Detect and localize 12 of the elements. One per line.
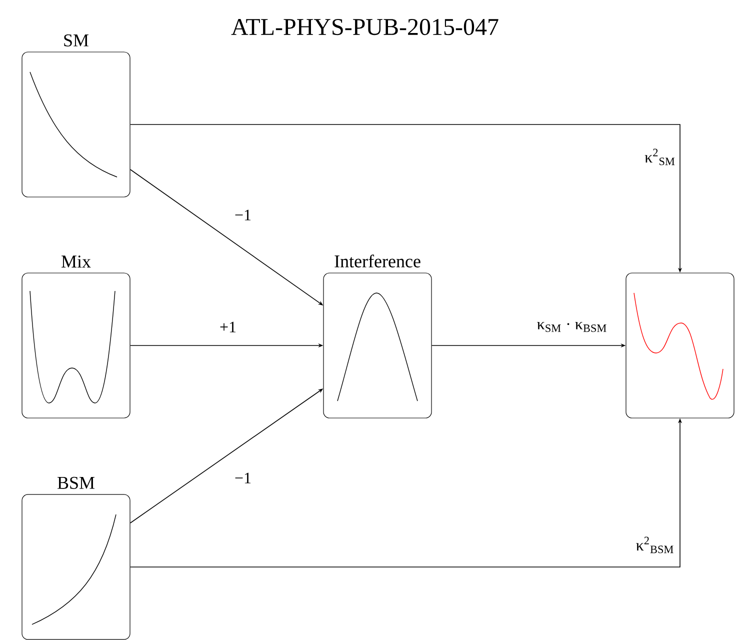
title: ATL-PHYS-PUB-2015-047 (231, 18, 498, 36)
box-heading: SM (64, 34, 88, 46)
box-heading: Mix (62, 256, 91, 268)
edge-label: −1 (234, 472, 253, 484)
box-heading: BSM (58, 476, 94, 489)
edge-label: κ$^{2}$BSM (634, 536, 676, 554)
plot-box (626, 272, 734, 418)
edge-label: +1 (218, 320, 238, 334)
box-heading: Interference (334, 254, 420, 268)
edge-label: −1 (234, 208, 253, 222)
edge-label: κ$_{SM}$ · κ$_{BSM}$ (536, 320, 608, 334)
edge-label: κ$^{2}$SM (644, 148, 676, 166)
